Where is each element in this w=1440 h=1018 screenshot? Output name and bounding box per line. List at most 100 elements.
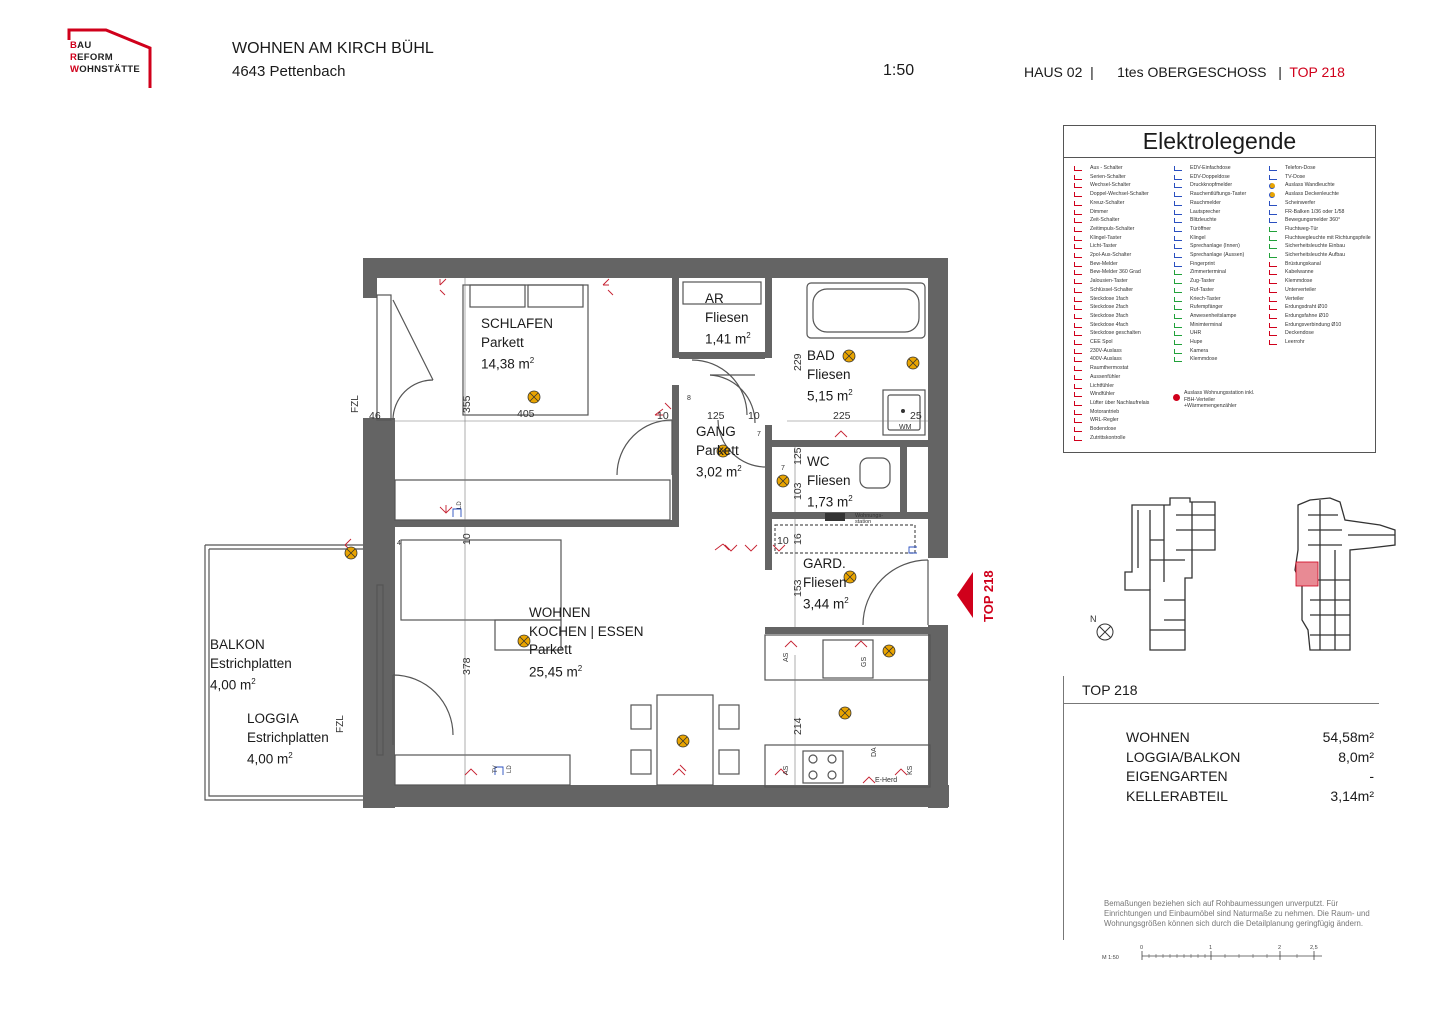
legend-item: Kreuz-Schalter (1068, 199, 1149, 208)
legend-item: Jalousien-Taster (1068, 277, 1149, 286)
dim-label: 10 (777, 535, 789, 547)
legend-item: Fluchtwegleuchte mit Richtungspfeile (1263, 234, 1371, 243)
dim-label: 103 (792, 482, 804, 500)
dim-label: 378 (461, 657, 473, 675)
legend-item: Windfühler (1068, 390, 1149, 399)
legend-item: Brüstungskanal (1263, 260, 1371, 269)
legend-item: Deckendose (1263, 329, 1371, 338)
entrance-arrow-icon (957, 572, 973, 618)
legend-item: Raumthermostat (1068, 364, 1149, 373)
legend-item: Scheinwerfer (1263, 199, 1371, 208)
dim-label: 10 (748, 410, 760, 422)
dim-label: 125 (707, 410, 725, 422)
legend-item: Zutrittskontrolle (1068, 434, 1149, 443)
legend-item: 400V-Auslass (1068, 355, 1149, 364)
legend-item: Lichtfühler (1068, 382, 1149, 391)
dim-label: 10 (657, 410, 669, 422)
legend-item: WRL-Regler (1068, 416, 1149, 425)
as-label: AS (783, 652, 790, 662)
legend-item: Serien-Schalter (1068, 173, 1149, 182)
svg-text:M 1:50: M 1:50 (1102, 955, 1119, 961)
room-gard: GARD.Fliesen 3,44 m2 (803, 556, 849, 612)
legend-item: Schlüssel-Schalter (1068, 286, 1149, 295)
legend-item: TV-Dose (1263, 173, 1371, 182)
fzl-label: FZL (350, 395, 361, 413)
legend-item: Anwesenheitslampe (1168, 312, 1246, 321)
dim-label: 46 (369, 410, 381, 422)
legend-item: Aus - Schalter (1068, 164, 1149, 173)
dimension-note: Bemaßungen beziehen sich auf Rohbaumessu… (1104, 899, 1370, 928)
dim-label: 4 (397, 540, 401, 547)
legend-item: Blitzleuchte (1168, 216, 1246, 225)
legend-item: Zimmerterminal (1168, 268, 1246, 277)
legend-item: Lautsprecher (1168, 208, 1246, 217)
dim-label: 7 (757, 431, 761, 438)
entrance-unit-label: TOP 218 (981, 570, 996, 622)
legend-item: UHR (1168, 329, 1246, 338)
company-logo: BAU REFORM WOHNSTÄTTE (66, 28, 156, 92)
legend-item: Klemmdose (1263, 277, 1371, 286)
dim-label: 10 (461, 533, 473, 545)
scale-bar: M 1:50 0 1 2 2,5 (1102, 945, 1322, 961)
dim-label: 25 (910, 410, 922, 422)
legend-item: Doppel-Wechsel-Schalter (1068, 190, 1149, 199)
gs-label: GS (861, 656, 868, 667)
fzl-label: FZL (335, 715, 346, 733)
da-label: DA (871, 747, 878, 757)
legend-item: Klingel (1168, 234, 1246, 243)
keyplan-highlight (1295, 561, 1319, 587)
logo-roof-icon (67, 28, 152, 88)
wohnungsstation-label: Wohnungs-station (855, 513, 884, 525)
station-dot-icon (1173, 394, 1180, 401)
dim-label: 214 (792, 717, 804, 735)
legend-item: Wechsel-Schalter (1068, 181, 1149, 190)
ld-label: LD (457, 501, 463, 509)
legend-item: Sicherheitsleuchte Einbau (1263, 242, 1371, 251)
station-block (825, 513, 845, 521)
project-title: WOHNEN AM KIRCH BÜHL (232, 40, 434, 57)
e-herd-label: E-Herd (875, 777, 898, 784)
legend-title: Elektrolegende (1142, 128, 1297, 154)
legend-item: EDV-Doppeldose (1168, 173, 1246, 182)
legend-item: Hupe (1168, 338, 1246, 347)
ks-label: KS (907, 765, 914, 775)
legend-item: Rauchentlüftungs-Taster (1168, 190, 1246, 199)
legend-item: Erdungsfahne Ø10 (1263, 312, 1371, 321)
legend-item: Licht-Taster (1068, 242, 1149, 251)
legend-item: Rufempfänger (1168, 303, 1246, 312)
legend-item: Erdungsdraht Ø10 (1263, 303, 1371, 312)
legend-item: 230V-Auslass (1068, 347, 1149, 356)
header-unit-info: HAUS 02 | 1tes OBERGESCHOSS | TOP 218 (1024, 64, 1345, 80)
legend-item: Kabelwanne (1263, 268, 1371, 277)
legend-item: Dimmer (1068, 208, 1149, 217)
legend-item: Steckdose 1fach (1068, 295, 1149, 304)
legend-item: Motorantrieb (1068, 408, 1149, 417)
legend-item: Sprechanlage (Aussen) (1168, 251, 1246, 260)
legend-item: Steckdose 2fach (1068, 303, 1149, 312)
legend-item: Steckdose 4fach (1068, 321, 1149, 330)
dim-label: 225 (833, 410, 851, 422)
legend-item: Unterverteiler (1263, 286, 1371, 295)
dim-label: 229 (792, 353, 804, 371)
legend-item: Minimterminal (1168, 321, 1246, 330)
legend-item: Aussenfühler (1068, 373, 1149, 382)
ld-label: LD (507, 765, 513, 773)
project-location: 4643 Pettenbach (232, 63, 346, 80)
as-label: AS (783, 765, 790, 775)
dim-label: 125 (792, 447, 804, 465)
floor-plan-drawing (204, 258, 949, 808)
dim-label: 405 (517, 408, 535, 420)
legend-item: Zeit-Schalter (1068, 216, 1149, 225)
legend-item: Sicherheitsleuchte Aufbau (1263, 251, 1371, 260)
legend-item: CEE Spol (1068, 338, 1149, 347)
